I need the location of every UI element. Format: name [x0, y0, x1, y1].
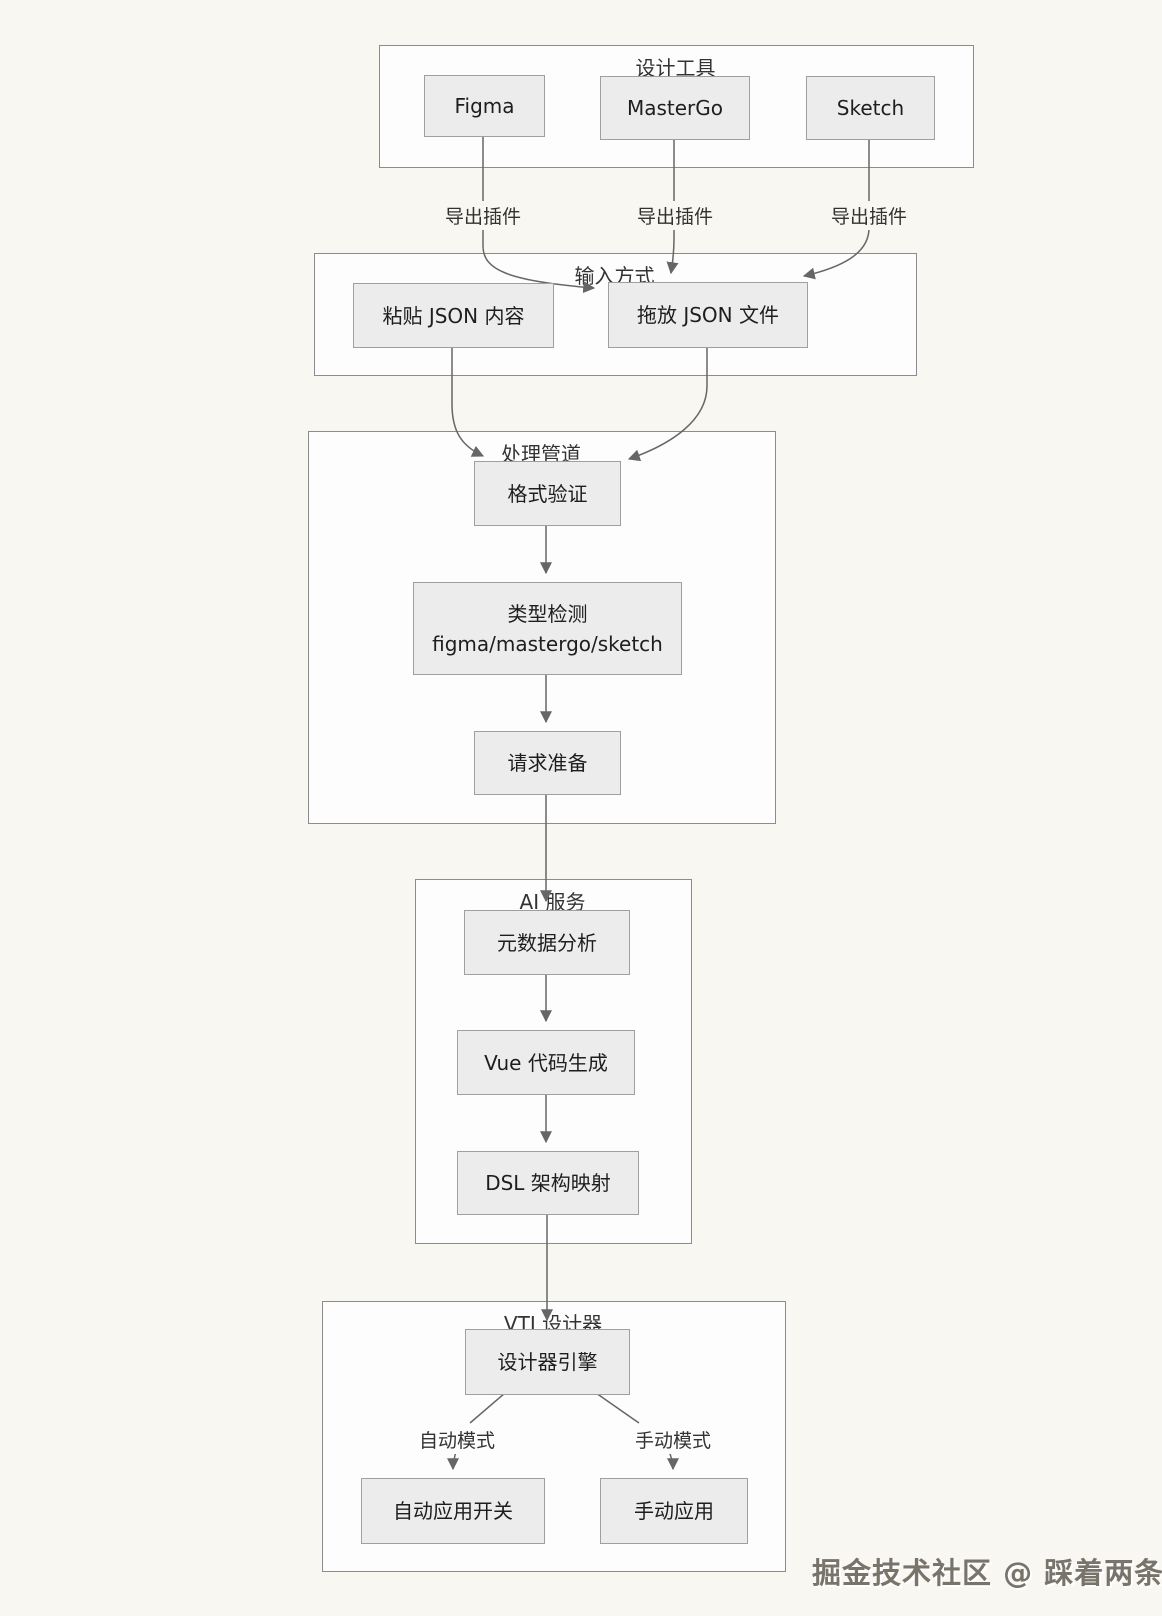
- node-figma: Figma: [424, 75, 545, 137]
- edge-label-export-plugin-2: 导出插件: [627, 201, 723, 230]
- node-manual-apply: 手动应用: [600, 1478, 748, 1544]
- edge-figma-dropjson: [482, 135, 596, 294]
- edge-label-export-plugin-3: 导出插件: [821, 201, 917, 230]
- node-format-validation: 格式验证: [474, 461, 621, 526]
- edge-label-manual-mode: 手动模式: [625, 1425, 721, 1454]
- node-request-prep: 请求准备: [474, 731, 621, 795]
- node-vue-codegen: Vue 代码生成: [457, 1030, 635, 1095]
- node-mastergo: MasterGo: [600, 76, 750, 140]
- watermark-text: 掘金技术社区 @ 踩着两条虫: [812, 1556, 1162, 1590]
- node-sketch: Sketch: [806, 76, 935, 140]
- edge-paste-format: [451, 346, 485, 457]
- node-dsl-mapping: DSL 架构映射: [457, 1151, 639, 1215]
- edge-mastergo-dropjson: [666, 138, 679, 275]
- edge-engine-manualmode: [595, 1392, 640, 1424]
- node-drop-json: 拖放 JSON 文件: [608, 282, 808, 348]
- node-auto-apply: 自动应用开关: [361, 1478, 545, 1544]
- node-paste-json: 粘贴 JSON 内容: [353, 283, 554, 348]
- node-type-detection: 类型检测 figma/mastergo/sketch: [413, 582, 682, 675]
- edge-engine-automode: [469, 1392, 506, 1424]
- node-metadata-analysis: 元数据分析: [464, 910, 630, 975]
- edge-drop-format: [627, 346, 708, 462]
- edge-label-export-plugin-1: 导出插件: [435, 201, 531, 230]
- edge-label-auto-mode: 自动模式: [409, 1425, 505, 1454]
- node-designer-engine: 设计器引擎: [465, 1329, 630, 1395]
